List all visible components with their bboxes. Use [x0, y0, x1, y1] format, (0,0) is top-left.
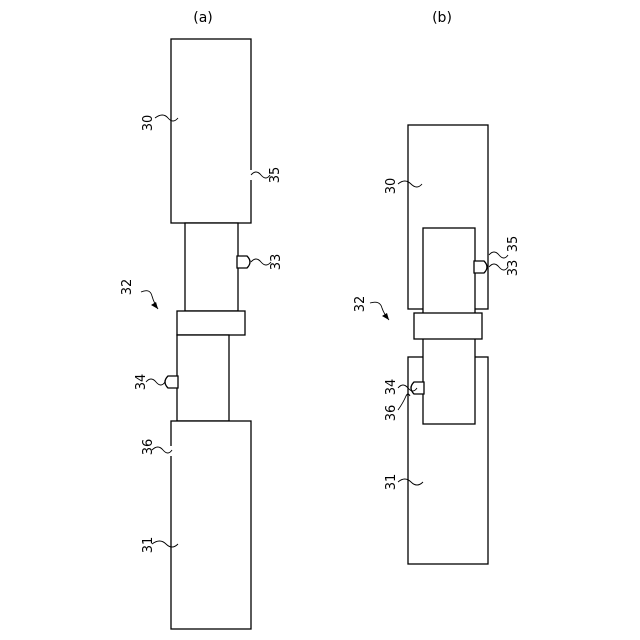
- figure-b-label-31: 31: [384, 474, 399, 491]
- figure-b-label-34: 34: [384, 379, 399, 396]
- figure-a-arrowhead-32: [151, 302, 158, 309]
- figure-b-lower-pin: [411, 382, 424, 394]
- figure-a-upper-body: [171, 39, 251, 223]
- figure-a-label-36: 36: [141, 439, 156, 456]
- figure-b-arrowhead-32: [382, 313, 389, 320]
- figure-a: (a) 30 35 33 32 34 36 31: [120, 10, 284, 629]
- figure-a-label-31: 31: [141, 537, 156, 554]
- figure-a-caption: (a): [193, 10, 213, 26]
- figure-b-label-30: 30: [384, 178, 399, 195]
- figure-a-lower-pin: [165, 376, 178, 388]
- figure-b: (b) 30 35 33 32 34 36 31: [353, 10, 521, 564]
- figure-b-label-36: 36: [384, 405, 399, 422]
- figure-a-label-30: 30: [141, 115, 156, 132]
- figure-a-collar: [177, 311, 245, 335]
- figure-a-lower-shaft: [177, 335, 229, 421]
- figure-a-label-34: 34: [134, 374, 149, 391]
- figure-b-label-35: 35: [506, 236, 521, 253]
- figure-b-collar: [414, 313, 482, 339]
- figure-a-leader-33: [251, 259, 271, 265]
- figure-b-label-32: 32: [353, 296, 368, 313]
- figure-b-upper-pin: [474, 261, 487, 273]
- figure-a-upper-shaft: [185, 223, 238, 311]
- figure-a-upper-pin: [237, 256, 250, 268]
- figure-a-label-32: 32: [120, 279, 135, 296]
- figure-a-lower-body: [171, 421, 251, 629]
- figure-a-label-35: 35: [268, 167, 283, 184]
- figure-b-label-33: 33: [506, 260, 521, 277]
- figure-b-caption: (b): [432, 10, 452, 26]
- figure-a-label-33: 33: [269, 254, 284, 271]
